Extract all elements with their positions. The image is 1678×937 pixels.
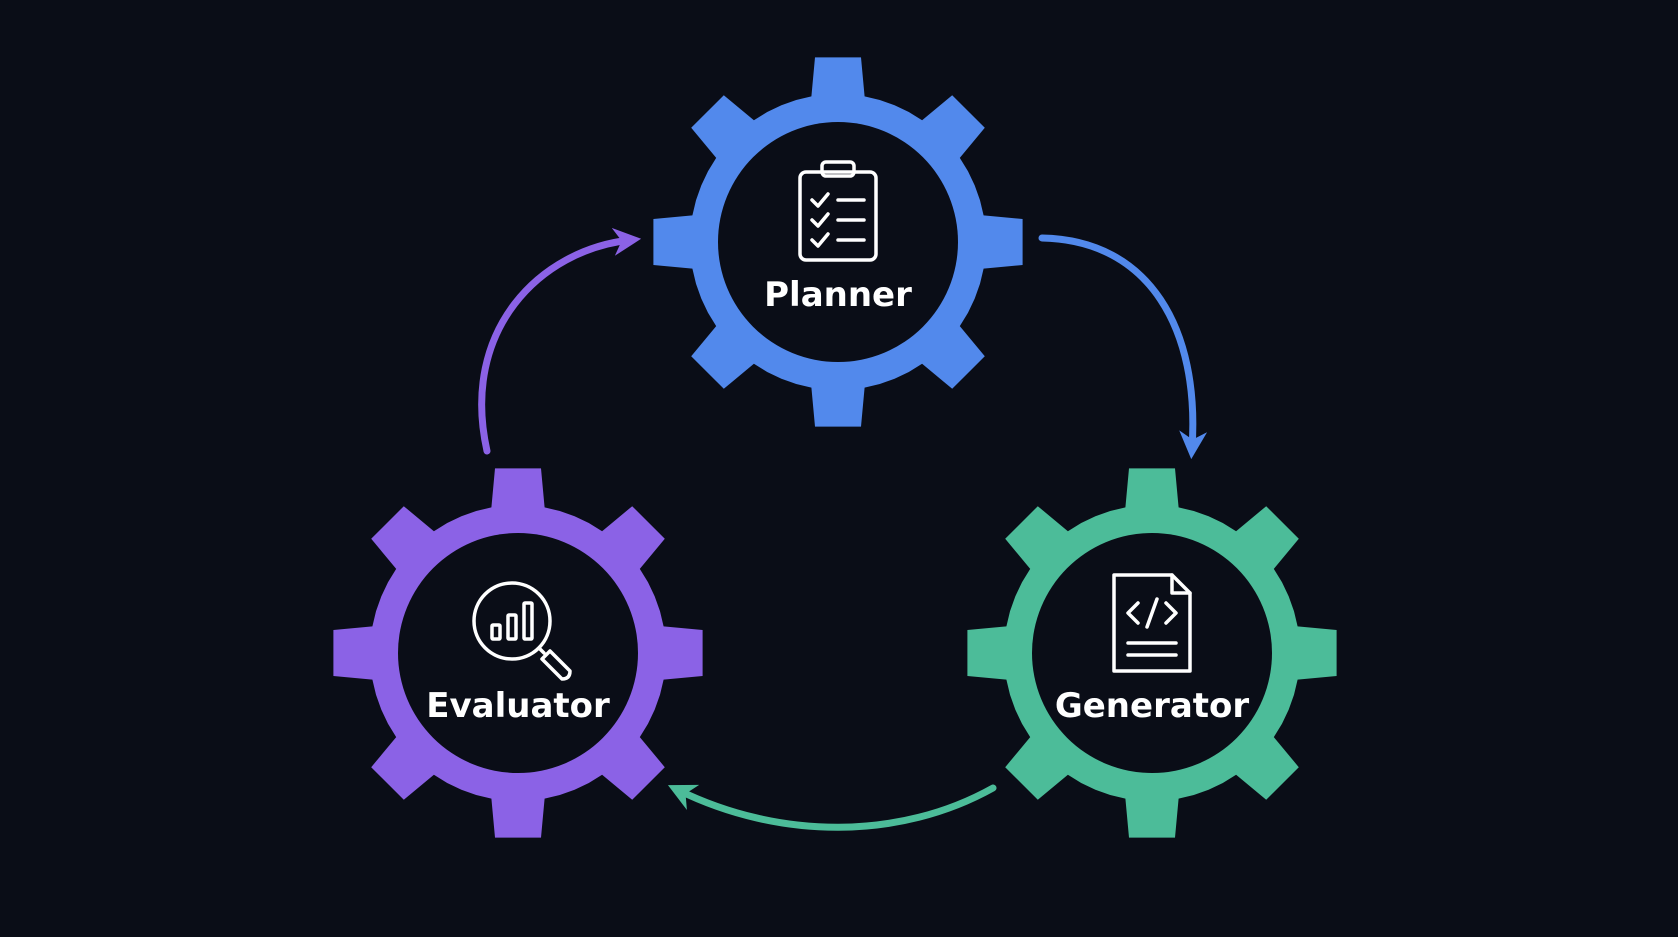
arrow-generator-to-evaluator (667, 784, 997, 831)
arrow-planner-to-generator (1038, 234, 1208, 460)
planner-gear-hole (718, 122, 958, 362)
planner-gear: Planner (653, 57, 1023, 427)
arrow-evaluator-to-planner (478, 227, 642, 455)
evaluator-gear: Evaluator (333, 468, 703, 838)
evaluator-label: Evaluator (426, 686, 610, 726)
code-file-icon (1112, 573, 1192, 673)
generator-label: Generator (1055, 686, 1250, 726)
generator-gear: Generator (967, 468, 1337, 838)
clipboard-checklist-icon (798, 160, 878, 262)
planner-label: Planner (764, 275, 912, 315)
generator-gear-hole (1032, 533, 1272, 773)
evaluator-gear-hole (398, 533, 638, 773)
magnifier-chart-icon (472, 581, 572, 681)
